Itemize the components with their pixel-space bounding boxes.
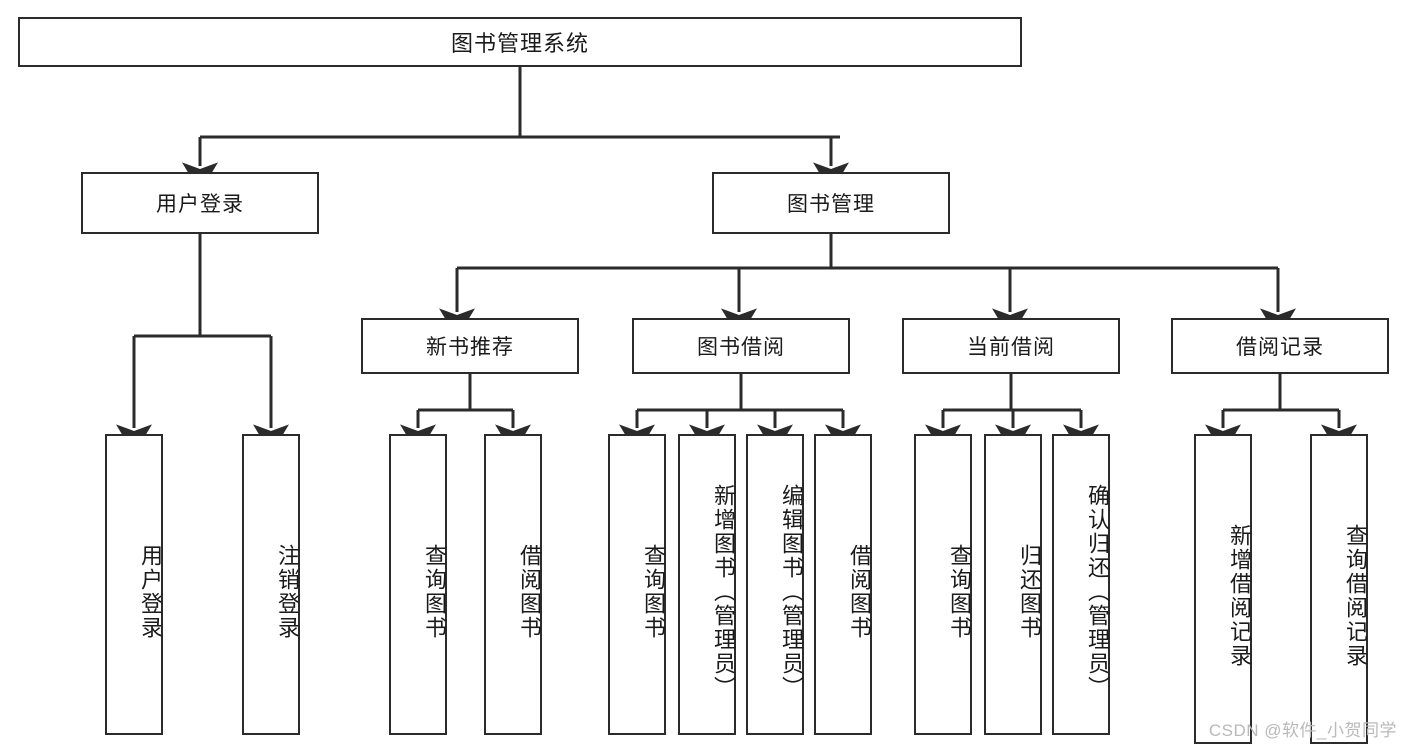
leaf-label: 借阅图书	[517, 543, 542, 640]
leaf-node[interactable]: 确认归还（管理员）	[1052, 434, 1110, 735]
leaf-node[interactable]: 用户登录	[105, 434, 163, 735]
node-current-borrowing[interactable]: 当前借阅	[902, 318, 1120, 374]
leaf-label: 归还图书	[1017, 543, 1042, 640]
leaf-label: 用户登录	[138, 543, 163, 640]
leaf-label: 新增图书（管理员）	[711, 483, 736, 700]
watermark: CSDN @软件_小贺同学	[1208, 721, 1397, 740]
leaf-label: 新增借阅记录	[1227, 524, 1252, 668]
node-new-book-recommendation[interactable]: 新书推荐	[361, 318, 579, 374]
leaf-node[interactable]: 新增图书（管理员）	[678, 434, 736, 735]
leaf-label: 查询图书	[641, 543, 666, 640]
leaf-node[interactable]: 编辑图书（管理员）	[746, 434, 804, 735]
leaf-label: 注销登录	[275, 543, 300, 640]
leaf-label: 查询图书	[947, 543, 972, 640]
leaf-node[interactable]: 借阅图书	[484, 434, 542, 735]
leaf-label: 确认归还（管理员）	[1085, 483, 1110, 700]
leaf-node[interactable]: 查询借阅记录	[1310, 434, 1368, 744]
node-root[interactable]: 图书管理系统	[18, 17, 1022, 67]
leaf-node[interactable]: 归还图书	[984, 434, 1042, 735]
node-borrow-records[interactable]: 借阅记录	[1171, 318, 1389, 374]
leaf-node[interactable]: 查询图书	[389, 434, 447, 735]
leaf-label: 编辑图书（管理员）	[779, 483, 804, 700]
node-book-borrowing[interactable]: 图书借阅	[632, 318, 850, 374]
leaf-label: 借阅图书	[847, 543, 872, 640]
node-book-management[interactable]: 图书管理	[712, 172, 950, 234]
leaf-node[interactable]: 查询图书	[608, 434, 666, 735]
leaf-label: 查询借阅记录	[1343, 524, 1368, 668]
leaf-node[interactable]: 借阅图书	[814, 434, 872, 735]
leaf-node[interactable]: 新增借阅记录	[1194, 434, 1252, 744]
leaf-label: 查询图书	[422, 543, 447, 640]
leaf-node[interactable]: 注销登录	[242, 434, 300, 735]
leaf-node[interactable]: 查询图书	[914, 434, 972, 735]
node-user-login[interactable]: 用户登录	[81, 172, 319, 234]
